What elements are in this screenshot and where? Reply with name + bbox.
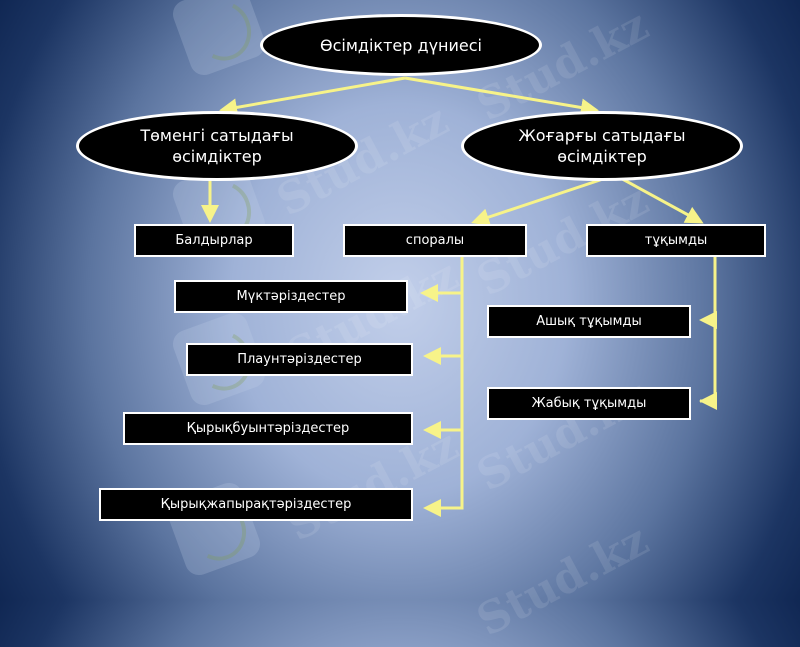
higher-plants-node: Жоғарғы сатыдағы өсімдіктер [461,111,743,181]
lower-plants-node: Төменгі сатыдағы өсімдіктер [76,111,358,181]
spore-label: споралы [405,233,465,248]
lower-plants-label: Төменгі сатыдағы өсімдіктер [140,126,294,166]
angiosperms-label: Жабық тұқымды [531,396,647,411]
club-mosses-label: Плаунтәріздестер [237,352,362,367]
seed-node: тұқымды [586,224,766,257]
angiosperms-node: Жабық тұқымды [487,387,691,420]
gymnosperms-label: Ашық тұқымды [536,314,642,329]
seed-label: тұқымды [644,233,708,248]
ferns-node: Қырықжапырақтәріздестер [99,488,413,521]
root-node: Өсімдіктер дүниесі [260,14,542,76]
club-mosses-node: Плаунтәріздестер [186,343,413,376]
spore-node: споралы [343,224,527,257]
higher-plants-label: Жоғарғы сатыдағы өсімдіктер [518,126,686,166]
connector-lines [201,76,717,517]
algae-label: Балдырлар [175,233,253,248]
mosses-node: Мүктәріздестер [174,280,408,313]
root-node-label: Өсімдіктер дүниесі [320,35,482,55]
gymnosperms-node: Ашық тұқымды [487,305,691,338]
ferns-label: Қырықжапырақтәріздестер [160,497,352,512]
horsetails-label: Қырықбуынтәріздестер [186,421,350,436]
algae-node: Балдырлар [134,224,294,257]
mosses-label: Мүктәріздестер [236,289,346,304]
horsetails-node: Қырықбуынтәріздестер [123,412,413,445]
